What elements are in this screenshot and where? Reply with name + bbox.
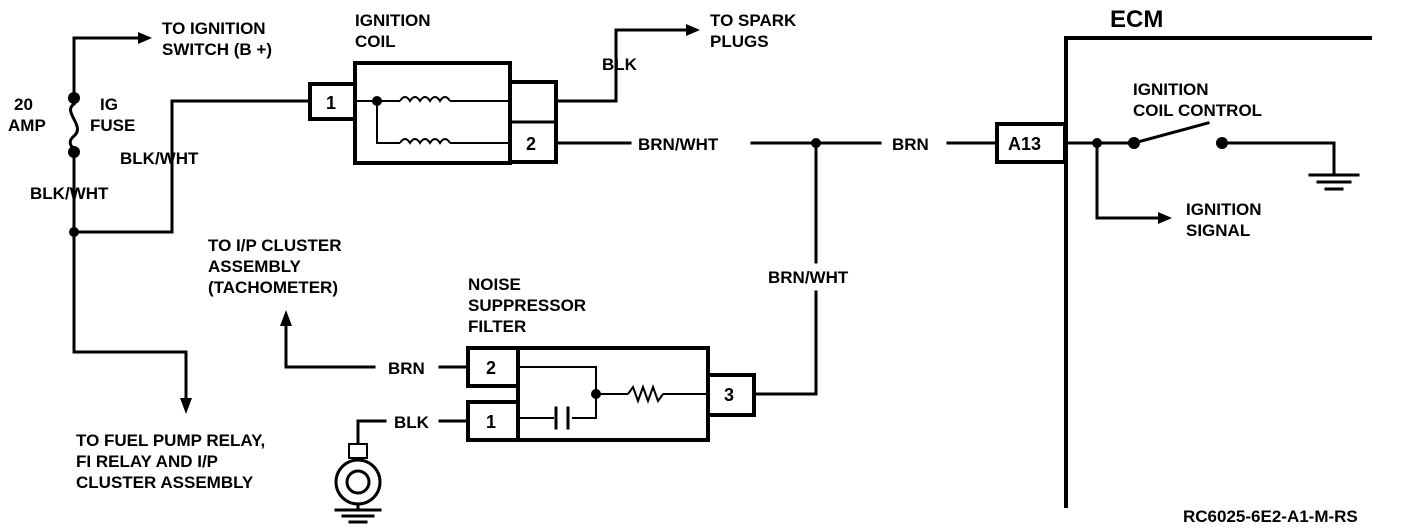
brn-filter-label: BRN [388, 359, 425, 378]
brn-wht-vertical-label: BRN/WHT [768, 268, 849, 287]
ecm-pin-a13: A13 [1008, 134, 1041, 154]
blk-filter-label: BLK [394, 413, 430, 432]
fuse-name-label: IG FUSE [90, 95, 135, 135]
ignition-switch-feed: TO IGNITION SWITCH (B +) [72, 19, 272, 94]
filter-pin-2: 2 [486, 358, 496, 378]
noise-suppressor-filter: NOISE SUPPRESSOR FILTER 2 1 3 [466, 275, 756, 442]
ignition-coil: IGNITION COIL 1 2 [308, 11, 558, 165]
coil-control-wire: BRN/WHT BRN BRN/WHT [554, 135, 999, 396]
blk-wht-upper-label: BLK/WHT [120, 149, 199, 168]
filter-pin-3: 3 [724, 385, 734, 405]
brn-top-label: BRN [892, 135, 929, 154]
filter-ground: BLK [334, 413, 470, 524]
filter-pin-1: 1 [486, 412, 496, 432]
blk-wht-lower-label: BLK/WHT [30, 184, 109, 203]
ecm: ECM A13 IGNITION COIL CONTROL IGNITION S… [995, 6, 1372, 508]
ig-fuse: 20 AMP IG FUSE BLK/WHT BLK/WHT [8, 92, 199, 234]
fuse-amperage-label: 20 AMP [8, 95, 46, 135]
ecm-title: ECM [1110, 6, 1163, 33]
to-fuel-pump-label: TO FUEL PUMP RELAY, FI RELAY AND I/P CLU… [76, 431, 270, 492]
brn-wht-top-label: BRN/WHT [638, 135, 719, 154]
blk-spark-label: BLK [602, 55, 638, 74]
ignition-coil-label: IGNITION COIL [355, 11, 435, 51]
figure-code: RC6025-6E2-A1-M-RS [1183, 507, 1358, 526]
fuel-pump-feed: TO FUEL PUMP RELAY, FI RELAY AND I/P CLU… [72, 230, 270, 492]
noise-filter-label: NOISE SUPPRESSOR FILTER [468, 275, 591, 336]
tachometer-feed: TO I/P CLUSTER ASSEMBLY (TACHOMETER) BRN [208, 236, 470, 378]
ignition-signal-label: IGNITION SIGNAL [1186, 200, 1266, 240]
ignition-coil-control-label: IGNITION COIL CONTROL [1133, 80, 1262, 120]
spark-plug-feed: TO SPARK PLUGS BLK [554, 11, 801, 103]
to-ip-cluster-label: TO I/P CLUSTER ASSEMBLY (TACHOMETER) [208, 236, 346, 297]
to-spark-plugs-label: TO SPARK PLUGS [710, 11, 801, 51]
coil-pin-2: 2 [526, 134, 536, 154]
coil-pin-1: 1 [326, 93, 336, 113]
to-ignition-switch-label: TO IGNITION SWITCH (B +) [162, 19, 272, 59]
